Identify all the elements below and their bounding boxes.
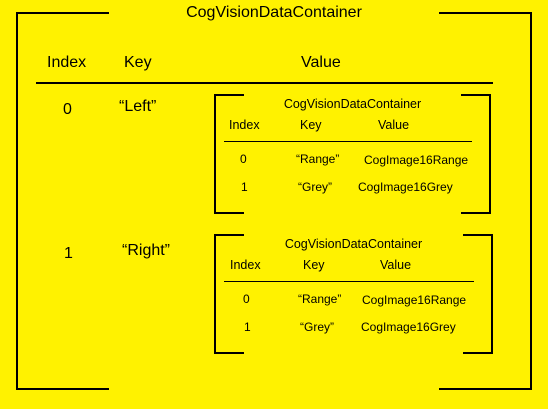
inner-container-title: CogVisionDataContainer: [283, 97, 422, 111]
outer-container-title: CogVisionDataContainer: [186, 4, 362, 21]
inner-header-value: Value: [378, 118, 410, 132]
inner-header-divider: [224, 141, 472, 142]
inner-header-key: Key: [300, 118, 322, 132]
inner-row-0-value: CogImage16Range: [364, 153, 469, 167]
outer-row-0-key: “Left”: [119, 98, 157, 115]
inner-left-left-line: [214, 234, 216, 354]
inner-row-1-key: “Grey”: [300, 320, 334, 334]
inner-right-right-line: [491, 234, 493, 354]
inner-container-right: CogVisionDataContainer Index Key Value 0…: [214, 234, 493, 354]
inner-header-value: Value: [380, 258, 412, 272]
outer-top-right-line: [439, 12, 532, 14]
outer-row-1-index: 1: [64, 245, 73, 262]
inner-row-1-value: CogImage16Grey: [361, 320, 456, 334]
inner-right-bottom-bracket: [461, 212, 491, 214]
outer-top-left-line: [16, 12, 109, 14]
outer-row-1-key: “Right”: [122, 242, 171, 259]
outer-bottom-left-line: [16, 388, 109, 390]
inner-right-top-bracket: [461, 94, 491, 96]
outer-header-divider: [36, 82, 493, 84]
inner-left-top-bracket: [214, 234, 244, 236]
inner-header-divider: [224, 281, 474, 282]
inner-row-1-index: 1: [244, 320, 251, 334]
outer-header-value: Value: [301, 54, 341, 71]
inner-row-0-key: “Range”: [298, 292, 342, 306]
inner-right-top-bracket: [463, 234, 493, 236]
inner-row-1-index: 1: [241, 180, 248, 194]
inner-row-0-value: CogImage16Range: [362, 293, 467, 307]
inner-row-1-value: CogImage16Grey: [358, 180, 453, 194]
inner-container-title: CogVisionDataContainer: [284, 237, 423, 251]
outer-bottom-right-line: [439, 388, 532, 390]
inner-container-left: CogVisionDataContainer Index Key Value 0…: [214, 94, 491, 214]
inner-left-left-line: [214, 94, 216, 214]
inner-row-1-key: “Grey”: [298, 180, 332, 194]
inner-left-bottom-bracket: [214, 352, 244, 354]
inner-right-bottom-bracket: [463, 352, 493, 354]
inner-header-index: Index: [229, 118, 260, 132]
inner-header-index: Index: [230, 258, 261, 272]
inner-row-0-index: 0: [240, 152, 247, 166]
outer-header-key: Key: [124, 54, 152, 71]
outer-left-line: [16, 12, 18, 390]
inner-left-bottom-bracket: [214, 212, 244, 214]
inner-row-0-key: “Range”: [296, 152, 340, 166]
outer-header-index: Index: [47, 54, 87, 71]
inner-row-0-index: 0: [243, 292, 250, 306]
outer-right-line: [530, 12, 532, 390]
inner-right-right-line: [489, 94, 491, 214]
inner-left-top-bracket: [214, 94, 244, 96]
inner-header-key: Key: [303, 258, 325, 272]
outer-row-0-index: 0: [63, 101, 72, 118]
